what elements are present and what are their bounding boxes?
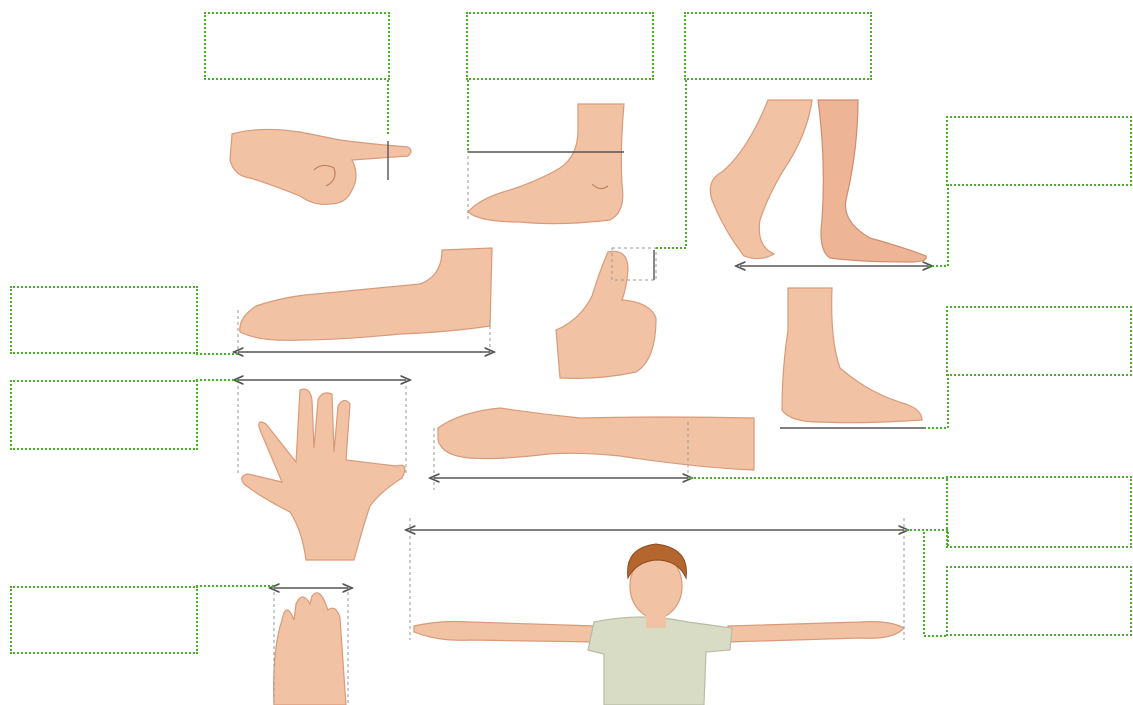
answer-box-finger-width[interactable] — [204, 12, 390, 80]
answer-box-forearm[interactable] — [946, 476, 1132, 548]
foot-profile-illustration — [782, 288, 922, 423]
palm-hand-illustration — [274, 593, 346, 705]
answer-box-cubit[interactable] — [10, 286, 198, 354]
side-foot-illustration — [468, 104, 624, 224]
man-arms-outstretched-illustration — [414, 544, 904, 705]
cubit-arm-illustration — [240, 248, 492, 340]
open-hand-illustration — [242, 389, 405, 560]
answer-box-hand-span[interactable] — [10, 380, 198, 450]
extended-arm-illustration — [438, 408, 754, 470]
answer-box-pace[interactable] — [946, 116, 1132, 186]
pointing-hand-illustration — [230, 129, 411, 204]
answer-box-thumb-width[interactable] — [684, 12, 872, 80]
answer-box-hand-width[interactable] — [10, 586, 198, 654]
answer-box-foot-length[interactable] — [466, 12, 654, 80]
thumbs-up-illustration — [556, 251, 656, 378]
walking-legs-illustration — [710, 100, 926, 262]
answer-box-foot-profile[interactable] — [946, 306, 1132, 376]
answer-box-arm-span[interactable] — [946, 566, 1132, 636]
